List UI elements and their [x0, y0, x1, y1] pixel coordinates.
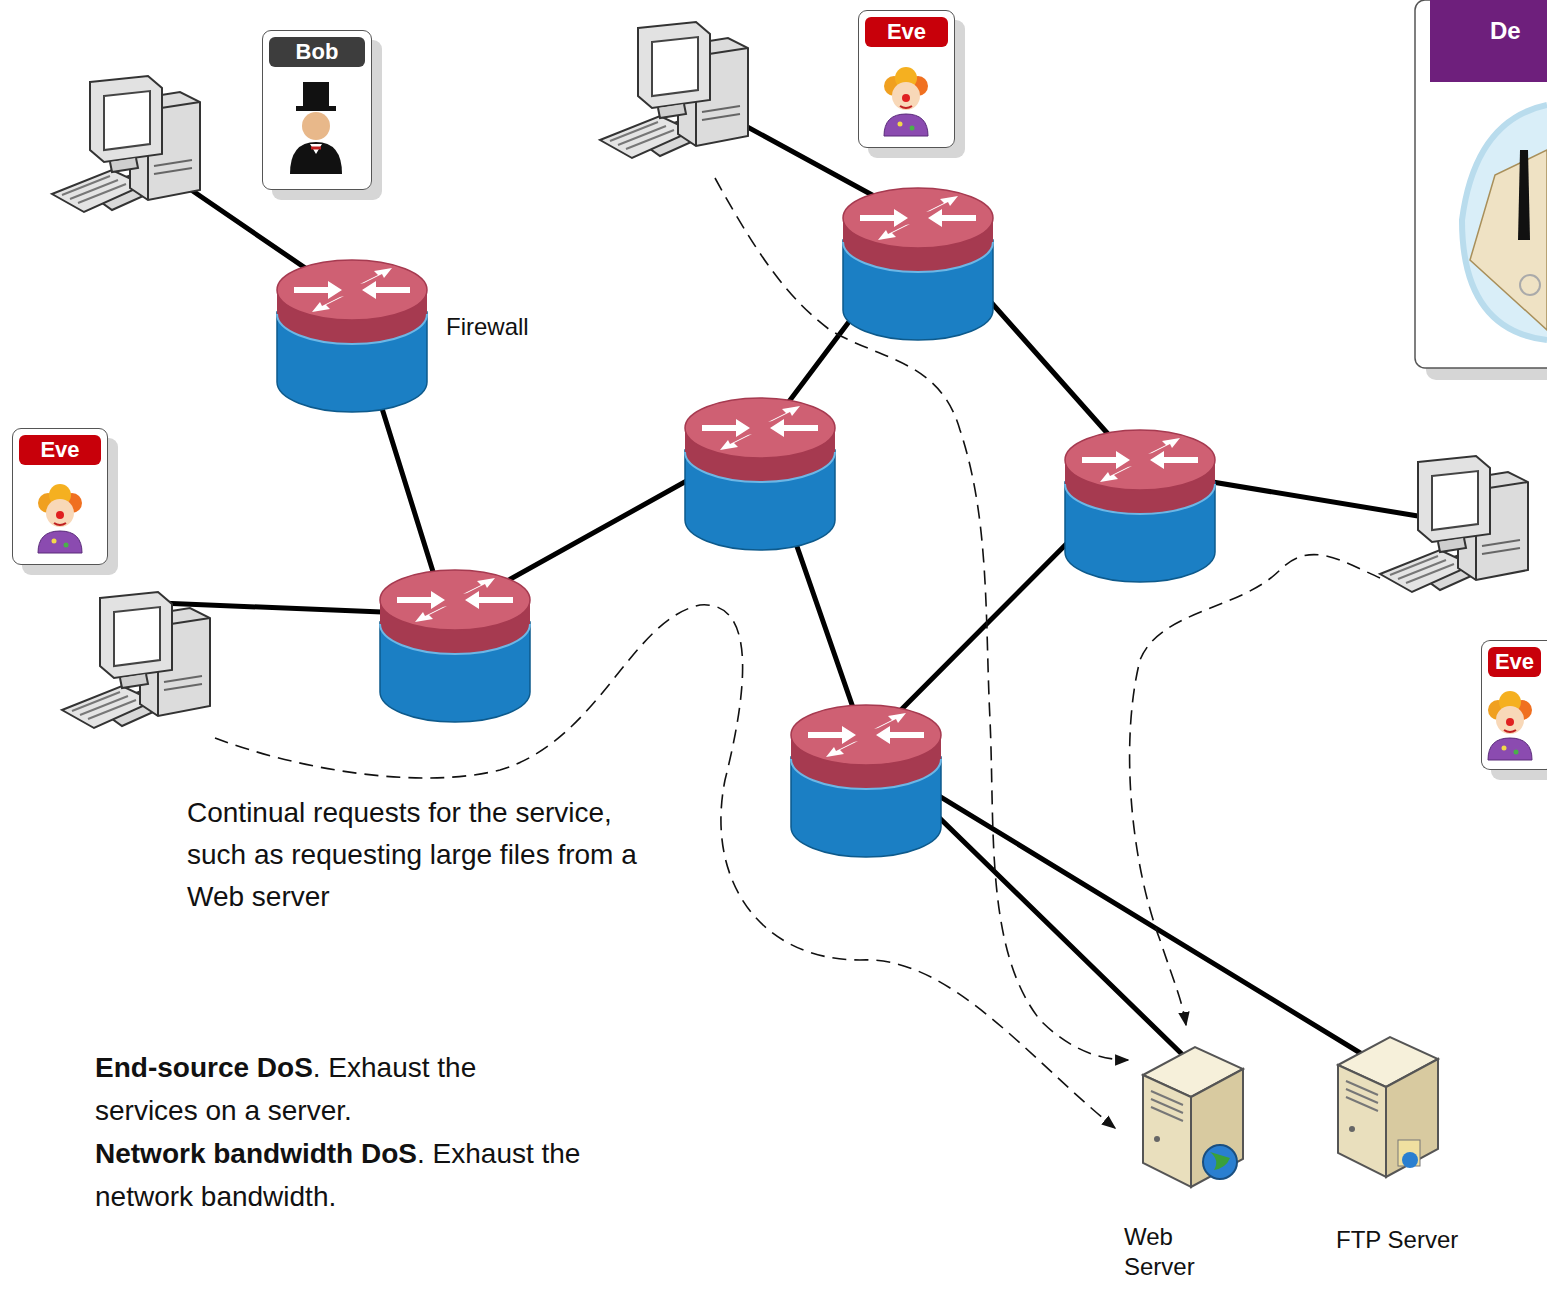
network-cable: [880, 760, 1375, 1062]
term-name: End-source DoS: [95, 1052, 313, 1083]
definition-text: Network bandwidth DoS. Exhaust the netwo…: [95, 1132, 585, 1218]
badge-cards: [12, 428, 108, 565]
network-illustration: [1380, 456, 1528, 592]
globe-icon: [1203, 1145, 1237, 1179]
definition-panel: [1470, 150, 1547, 330]
badge-cards: [12, 10, 1547, 780]
badge-name: Eve: [1488, 647, 1541, 677]
attacker-badge: Eve: [12, 428, 108, 565]
badge-cards: [858, 10, 955, 148]
definition-panel: [1415, 0, 1547, 368]
network-illustration: [52, 76, 200, 212]
network-illustration: [685, 398, 835, 550]
network-illustration: [843, 188, 993, 340]
badge-name: Eve: [19, 435, 101, 465]
badge-name: Eve: [865, 17, 948, 47]
attack-path: [215, 178, 1380, 1128]
network-illustration: [1488, 691, 1532, 760]
network-illustration: [277, 260, 427, 412]
attacker-badge: Eve: [858, 10, 955, 148]
network-illustration: [1143, 1047, 1243, 1187]
attacker-badge: Eve: [1481, 640, 1547, 770]
badge-cards: [1481, 640, 1547, 770]
network-illustration: [1338, 1037, 1438, 1177]
attack-path: [715, 178, 1128, 1060]
network-cable: [160, 112, 1430, 1062]
network-illustration: [884, 67, 928, 136]
user-badge: Bob: [262, 30, 372, 190]
network-illustration: [290, 82, 342, 174]
network-illustration: [791, 705, 941, 857]
term-name: Network bandwidth DoS: [95, 1138, 417, 1169]
network-illustration: [38, 484, 82, 553]
globe-icon: [1402, 1152, 1418, 1168]
badge-cards: [262, 30, 372, 190]
definition-panel: [1518, 150, 1530, 240]
network-illustration: [62, 592, 210, 728]
attack-path: [1130, 555, 1380, 1025]
definition-panel: [1415, 0, 1547, 380]
panel-header: De: [1430, 0, 1547, 82]
server-name: FTP Server: [1336, 1225, 1506, 1255]
globe-land: [1210, 1152, 1230, 1170]
network-illustration: [1065, 430, 1215, 582]
definition-text: End-source DoS. Exhaust the services on …: [95, 1046, 585, 1132]
label-text: Firewall: [446, 313, 529, 340]
badge-name: Bob: [269, 37, 365, 67]
server-node: FTP Server: [1336, 1225, 1506, 1257]
server-name: Web Server: [1124, 1222, 1214, 1282]
label-text: Continual requests for the service, such…: [187, 797, 637, 912]
device-label: Firewall: [446, 312, 606, 342]
network-illustration: [600, 22, 748, 158]
callout-note: Continual requests for the service, such…: [187, 792, 657, 918]
network-illustration: [380, 570, 530, 722]
server-node: Web Server: [1124, 1222, 1214, 1284]
definition-panel: [1462, 105, 1547, 340]
panel-title: De: [1430, 0, 1547, 46]
definition-panel: [1520, 275, 1540, 295]
